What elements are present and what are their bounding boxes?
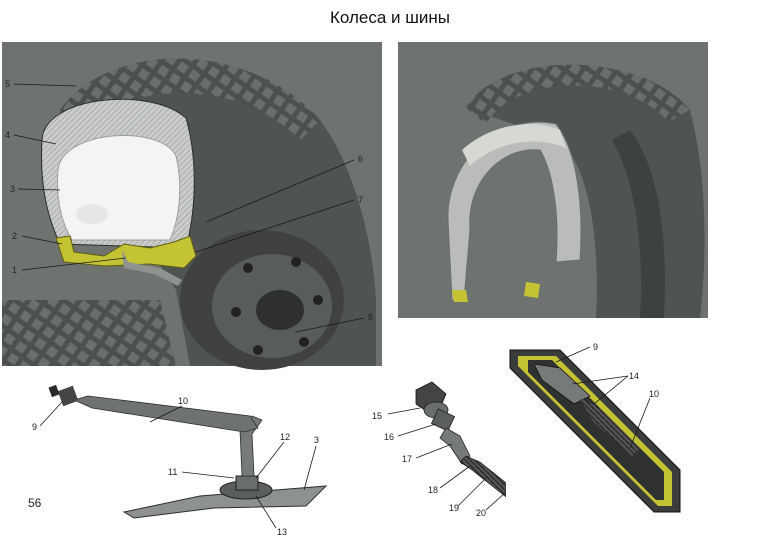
callout-label: 3 bbox=[314, 435, 319, 445]
callout-label: 19 bbox=[449, 503, 459, 513]
callout-label: 15 bbox=[372, 411, 382, 421]
left-tire-callouts: 5 4 3 2 1 6 7 8 bbox=[5, 79, 373, 333]
page-title: Колеса и шины bbox=[330, 8, 450, 27]
callout-label: 18 bbox=[428, 485, 438, 495]
page-number: 56 bbox=[28, 496, 42, 510]
valve-core-icon bbox=[415, 381, 538, 508]
callout-label: 9 bbox=[32, 422, 37, 432]
callout-label: 20 bbox=[476, 508, 486, 518]
tire-carcass-icon bbox=[398, 42, 708, 318]
tire-cutaway-icon bbox=[2, 42, 382, 370]
callout-label: 7 bbox=[358, 195, 363, 205]
callout-label: 10 bbox=[178, 396, 188, 406]
callout-label: 11 bbox=[168, 467, 177, 477]
callout-label: 1 bbox=[12, 265, 17, 275]
valve-section-callouts: 9 14 10 bbox=[555, 342, 659, 449]
callout-label: 14 bbox=[629, 371, 639, 381]
callout-label: 8 bbox=[368, 312, 373, 322]
callout-label: 13 bbox=[277, 527, 287, 537]
callout-label: 16 bbox=[384, 432, 394, 442]
callout-label: 17 bbox=[402, 454, 412, 464]
callout-label: 6 bbox=[358, 154, 363, 164]
callout-label: 3 bbox=[10, 184, 15, 194]
callout-label: 2 bbox=[12, 231, 17, 241]
valve-stem-icon bbox=[48, 384, 328, 519]
callout-label: 10 bbox=[649, 389, 659, 399]
valve-stem-callouts: 9 10 12 3 11 13 bbox=[32, 396, 319, 537]
callout-label: 4 bbox=[5, 130, 10, 140]
callout-label: 9 bbox=[593, 342, 598, 352]
callout-label: 12 bbox=[280, 432, 290, 442]
valve-section-icon bbox=[506, 346, 681, 513]
callout-label: 5 bbox=[5, 79, 10, 89]
